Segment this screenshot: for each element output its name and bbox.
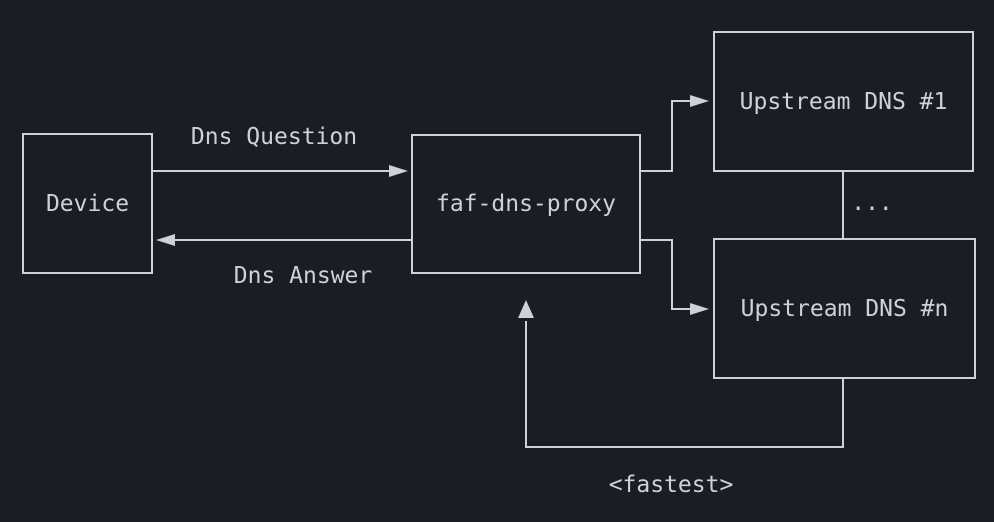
node-faf-dns-proxy: faf-dns-proxy [411, 134, 641, 274]
more-upstreams-ellipsis-label: ... [851, 190, 893, 216]
node-faf-dns-proxy-label: faf-dns-proxy [435, 191, 616, 217]
node-upstream-dns-n: Upstream DNS #n [713, 238, 976, 379]
fastest-feedback-line [525, 321, 844, 448]
dns-answer-arrowhead-icon [156, 234, 175, 246]
dns-question-arrowhead-icon [389, 165, 408, 177]
dns-question-label: Dns Question [190, 124, 358, 150]
node-upstream-dns-n-label: Upstream DNS #n [740, 295, 949, 322]
node-upstream-dns-1: Upstream DNS #1 [713, 31, 974, 172]
fanout-bottom-arrowhead-icon [690, 303, 709, 315]
node-device: Device [22, 133, 153, 274]
dns-answer-label: Dns Answer [233, 263, 373, 289]
fanout-top-arrowhead-icon [690, 95, 709, 107]
node-upstream-dns-1-label: Upstream DNS #1 [739, 88, 948, 115]
node-device-label: Device [45, 190, 130, 217]
fanout-bottom-arrow-line [641, 239, 691, 310]
fastest-label: <fastest> [608, 472, 734, 498]
fastest-arrowhead-icon [518, 300, 534, 318]
fanout-top-arrow-line [641, 100, 691, 172]
